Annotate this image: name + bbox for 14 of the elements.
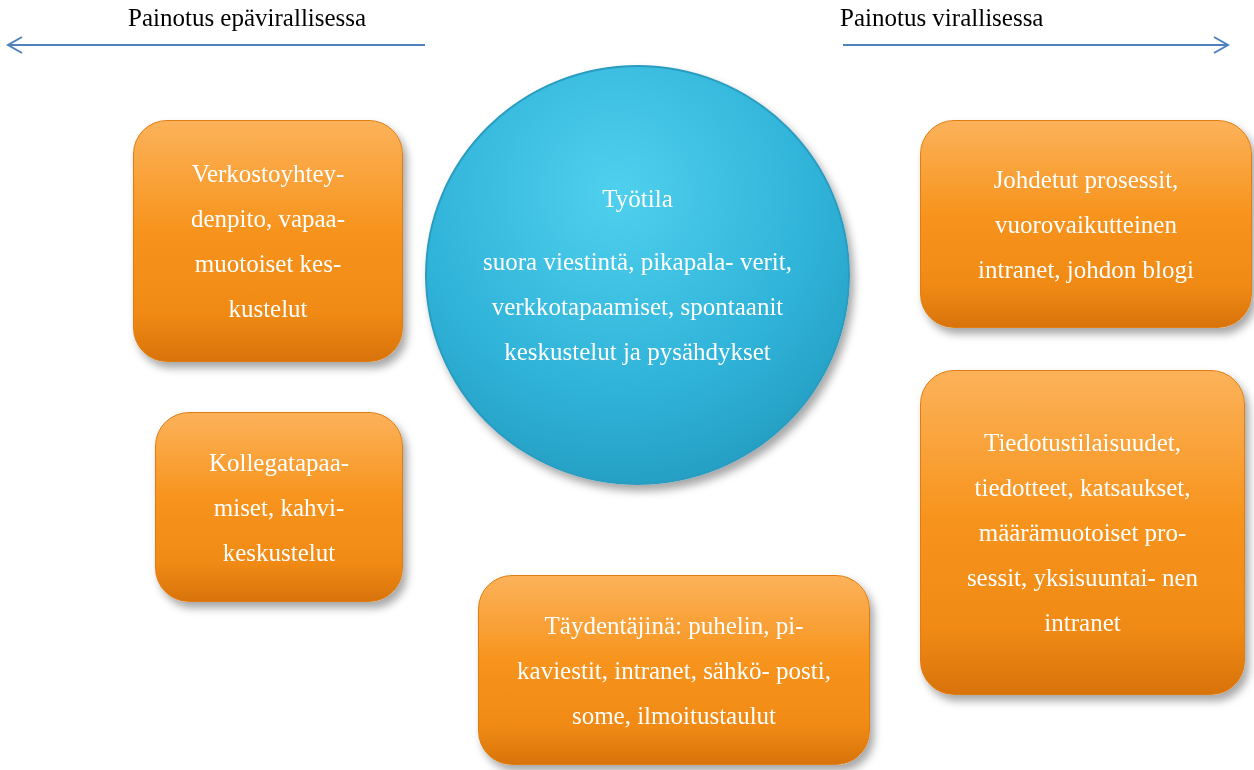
- node-text: Täydentäjinä: puhelin, pi- kaviestit, intranet, sähkö- posti, some, ilmoitustaulut: [516, 610, 832, 731]
- node-text: suora viestintä, pikapala- verit, verkkotapaamiset, spontaanit keskustelut ja pysähdykset: [482, 247, 793, 367]
- rounded-box: [155, 412, 403, 602]
- heading-label: Painotus epävirallisessa: [128, 4, 367, 32]
- node-text: Tiedotustilaisuudet, tiedotteet, katsaukset, määrämuotoiset pro- sessit, yksisuuntai- nen intranet: [965, 428, 1200, 638]
- rounded-box: [133, 120, 403, 362]
- node-text: Johdetut prosessit, vuorovaikutteinen intranet, johdon blogi: [977, 164, 1195, 285]
- node-text: Kollegatapaa- miset, kahvi- keskustelut: [207, 447, 351, 568]
- heading-label: Painotus virallisessa: [840, 4, 1044, 32]
- rounded-box: [920, 370, 1245, 695]
- rounded-box: [478, 575, 870, 765]
- node-text: Verkostoyhtey- denpito, vapaa- muotoiset kes- kustelut: [189, 159, 347, 324]
- rounded-box: [920, 120, 1252, 328]
- node-heading: Työtila: [601, 184, 674, 214]
